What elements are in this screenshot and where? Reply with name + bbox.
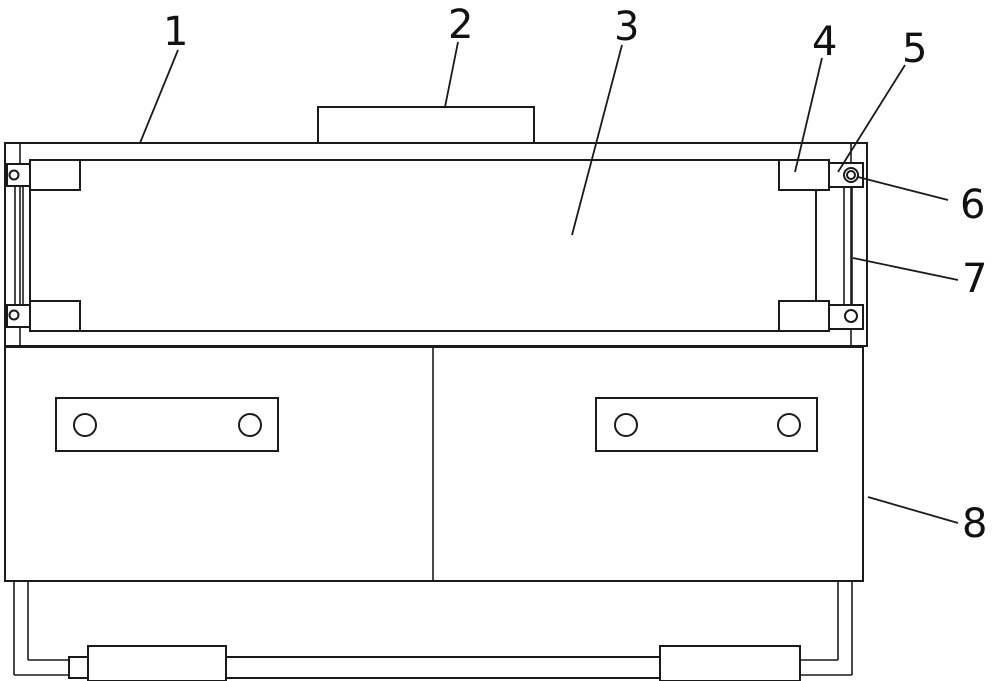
callout-2: 2	[448, 2, 473, 48]
plate-bolt-right-1	[614, 413, 638, 437]
leader-1	[139, 49, 179, 144]
top-handle-block	[317, 106, 535, 144]
clamp-blocks	[29, 159, 830, 332]
callout-7: 7	[962, 256, 987, 302]
leader-lines	[139, 41, 959, 524]
plate-bolt-right-2	[777, 413, 801, 437]
leader-4	[794, 57, 823, 173]
plate-bolt-left-1	[73, 413, 97, 437]
pin-bottom-right	[844, 309, 858, 323]
callout-1: 1	[163, 9, 188, 55]
door-plates	[55, 397, 818, 452]
cylinder-left-cap	[68, 656, 89, 679]
clamp-block-top-right	[778, 159, 830, 191]
callout-8: 8	[962, 501, 987, 547]
callout-4: 4	[812, 19, 837, 65]
clamp-block-top-left	[29, 159, 81, 191]
base-rod	[225, 656, 661, 679]
clamp-block-bottom-left	[29, 300, 81, 332]
cylinder-right	[659, 645, 801, 681]
pin-top-right-inner	[846, 170, 856, 180]
leader-8	[867, 496, 959, 524]
pin-top-left	[8, 169, 20, 181]
inner-panel	[29, 159, 817, 332]
callout-labels: 1 2 3 4 5 6 7 8	[163, 2, 987, 547]
leader-3	[571, 44, 623, 236]
callout-6: 6	[960, 182, 985, 228]
leader-5	[837, 64, 906, 173]
callout-5: 5	[902, 26, 927, 72]
cylinder-left	[87, 645, 227, 681]
leader-7	[852, 257, 959, 281]
pins	[8, 167, 859, 323]
pin-bottom-left	[8, 309, 20, 321]
lower-cabinet	[4, 346, 864, 582]
pin-brackets	[6, 162, 864, 330]
leader-2	[444, 41, 459, 108]
callout-3: 3	[614, 4, 639, 50]
leader-6	[857, 176, 949, 201]
clamp-block-bottom-right	[778, 300, 830, 332]
base-cylinders	[68, 645, 801, 681]
side-rails	[14, 185, 853, 305]
plate-bolt-left-2	[238, 413, 262, 437]
